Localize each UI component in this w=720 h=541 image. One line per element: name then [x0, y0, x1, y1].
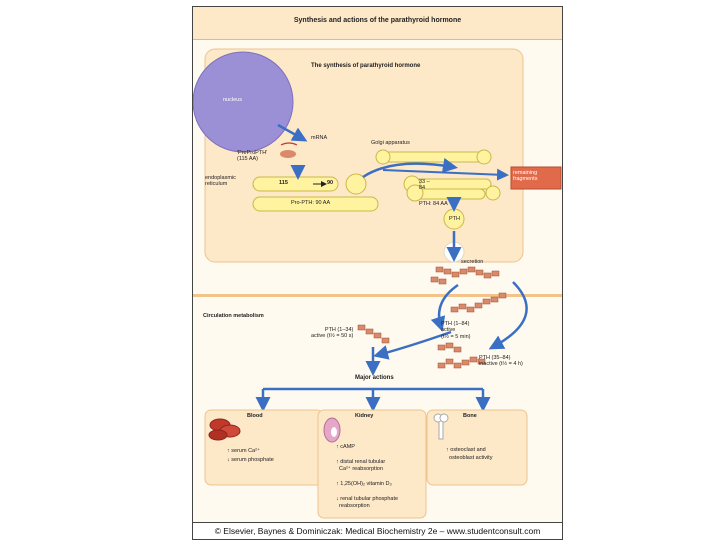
chain-115-label: 115 — [279, 180, 288, 186]
pth-1-84-label: PTH (1–84) active (t½ = 5 min) — [441, 321, 471, 340]
nucleus-shape — [193, 51, 294, 153]
pth-35-84-label: PTH (35–84) inactive (t½ = 4 h) — [479, 355, 523, 368]
remaining-fragments-box — [510, 166, 562, 190]
kidney-icon — [323, 417, 341, 443]
pth-vesicle-label: PTH — [449, 216, 460, 222]
blood-effects: ↑ serum Ca²⁺ ↓ serum phosphate — [227, 448, 274, 463]
pth84-label: PTH: 84 AA — [419, 201, 448, 207]
kidney-effects: ↑ cAMP ↑ distal renal tubular Ca²⁺ reabs… — [336, 444, 399, 510]
bone-icon — [433, 413, 449, 440]
er-bar-top — [252, 176, 339, 192]
ribosome-shape — [280, 150, 296, 158]
er-label: endoplasmic reticulum — [205, 175, 236, 188]
preprepth-label: 'PreProPTH' (115 AA) — [237, 150, 268, 163]
golgi-stack-1 — [380, 151, 487, 163]
nucleus-label: nucleus — [223, 97, 242, 103]
mrna-label: mRNA — [311, 135, 328, 141]
bone-title: Bone — [463, 413, 477, 419]
section-separator — [193, 294, 562, 297]
propth-label: Pro-PTH: 90 AA — [291, 200, 331, 206]
major-actions-heading: Major actions — [355, 375, 394, 381]
title-band — [193, 7, 562, 40]
bone-effects: ↑ osteoclast and osteoblast activity — [446, 447, 493, 461]
figure-frame: Synthesis and actions of the parathyroid… — [192, 6, 563, 540]
chain-90-label: 90 — [327, 180, 334, 186]
synthesis-heading: The synthesis of parathyroid hormone — [311, 63, 421, 69]
figure-title: Synthesis and actions of the parathyroid… — [293, 17, 462, 24]
er-bar-bottom — [252, 196, 379, 212]
golgi-label: Golgi apparatus — [371, 140, 410, 146]
blood-title: Blood — [247, 413, 263, 419]
fragments-label: 33 ‒ 84 — [419, 179, 430, 192]
blood-cells-icon — [208, 418, 241, 441]
secretion-label: secretion — [461, 259, 484, 265]
remaining-fragments-label: remaining fragments — [513, 170, 538, 183]
kidney-title: Kidney — [355, 413, 374, 419]
diagram-canvas — [193, 48, 562, 519]
circulation-heading: Circulation metabolism — [203, 313, 264, 319]
kidney-box — [317, 409, 427, 519]
pth-1-34-label: PTH (1–34) active (t½ = 50 s) — [311, 327, 354, 340]
secreted-pth-chains — [357, 266, 507, 369]
copyright-footer: © Elsevier, Baynes & Dominiczak: Medical… — [193, 522, 562, 539]
bone-box — [426, 409, 528, 486]
